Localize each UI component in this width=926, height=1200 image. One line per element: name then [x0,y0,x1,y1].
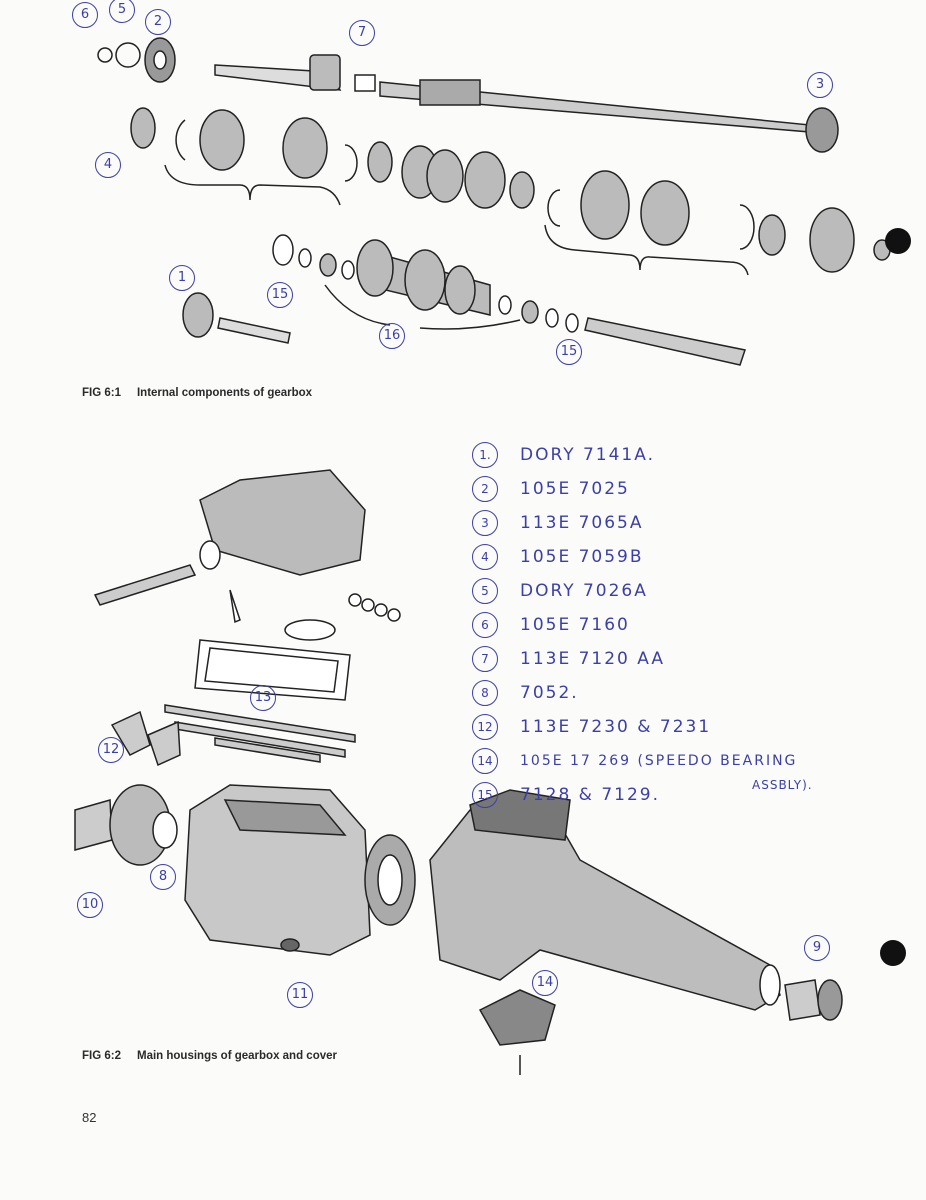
callout-5: 5 [109,0,135,23]
parts-list-item: 14 105E 17 269 (SPEEDO BEARING [472,744,797,778]
parts-list-item: 12 113E 7230 & 7231 [472,710,797,744]
callout-12: 12 [98,737,124,763]
callout-15-left: 15 [267,282,293,308]
parts-list-item: 6 105E 7160 [472,608,797,642]
ref-circle: 7 [472,646,498,672]
binder-hole-top [885,228,911,254]
part-number: 105E 7160 [520,615,630,635]
ref-circle: 5 [472,578,498,604]
part-number: DORY 7026A [520,581,648,601]
part-number: 105E 7059B [520,547,644,567]
parts-list-item: 8 7052. [472,676,797,710]
callout-8: 8 [150,864,176,890]
ref-circle: 1. [472,442,498,468]
callout-4: 4 [95,152,121,178]
binder-hole-bottom [880,940,906,966]
part-number: 113E 7065A [520,513,644,533]
parts-list-item: 3 113E 7065A [472,506,797,540]
ref-circle: 12 [472,714,498,740]
callout-3: 3 [807,72,833,98]
fig-number: FIG 6:2 [82,1050,121,1062]
part-number: 105E 7025 [520,479,630,499]
fig-6-2-caption: FIG 6:2 Main housings of gearbox and cove… [82,1050,337,1062]
parts-list-item: 15 7128 & 7129. [472,778,797,812]
callout-13: 13 [250,685,276,711]
callout-2: 2 [145,9,171,35]
parts-list-item: 2 105E 7025 [472,472,797,506]
callout-7: 7 [349,20,375,46]
part-number: 113E 7230 & 7231 [520,717,712,737]
ref-circle: 14 [472,748,498,774]
callout-1: 1 [169,265,195,291]
part-number: 113E 7120 AA [520,649,665,669]
fig-number: FIG 6:1 [82,387,121,399]
callout-6: 6 [72,2,98,28]
parts-list-item: 7 113E 7120 AA [472,642,797,676]
ref-circle: 3 [472,510,498,536]
callout-11: 11 [287,982,313,1008]
parts-list-item: 1. DORY 7141A. [472,438,797,472]
callout-15-right: 15 [556,339,582,365]
callout-14: 14 [532,970,558,996]
parts-list-item: 4 105E 7059B [472,540,797,574]
part-number: 105E 17 269 (SPEEDO BEARING [520,753,798,769]
part-number: 7128 & 7129. [520,785,660,805]
fig-6-1-drawing [97,37,891,366]
ref-circle: 15 [472,782,498,808]
callout-10: 10 [77,892,103,918]
fig-6-1-caption: FIG 6:1 Internal components of gearbox [82,387,312,399]
page-number: 82 [82,1110,97,1125]
ref-circle: 8 [472,680,498,706]
part-number: 7052. [520,683,579,703]
ref-circle: 2 [472,476,498,502]
part-number: DORY 7141A. [520,445,655,465]
fig-title: Main housings of gearbox and cover [136,1050,337,1062]
fig-title: Internal components of gearbox [136,387,313,399]
parts-list-continuation: ASSBLY). [752,778,813,792]
callout-16: 16 [379,323,405,349]
parts-list-item: 5 DORY 7026A [472,574,797,608]
ref-circle: 4 [472,544,498,570]
callout-9: 9 [804,935,830,961]
ref-circle: 6 [472,612,498,638]
parts-list: 1. DORY 7141A. 2 105E 7025 3 113E 7065A 4 10… [472,438,797,812]
